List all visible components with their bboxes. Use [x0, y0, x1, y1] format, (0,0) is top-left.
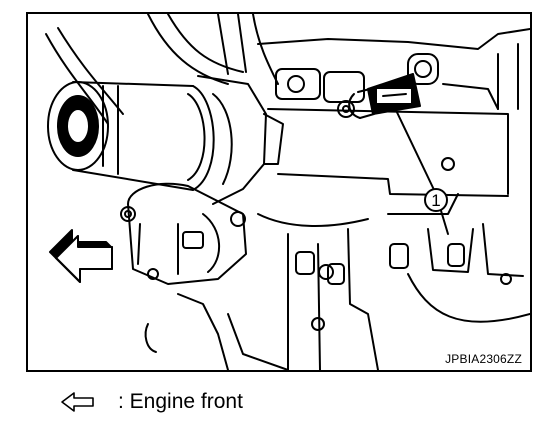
pump-assembly	[120, 182, 247, 353]
callout-marker: 1	[424, 188, 448, 212]
engine-block	[177, 28, 530, 370]
figure-code: JPBIA2306ZZ	[445, 352, 522, 366]
filter-bracket	[197, 75, 284, 205]
sensor-component	[348, 73, 421, 119]
engine-line-drawing: 1	[45, 14, 530, 370]
legend-text: : Engine front	[118, 390, 243, 413]
upper-fittings	[275, 53, 499, 118]
callout-number: 1	[431, 191, 440, 210]
hoses	[45, 14, 279, 125]
legend: : Engine front	[60, 387, 243, 417]
engine-illustration: 1 JPBIA2306ZZ	[26, 12, 532, 372]
oil-filter	[47, 81, 215, 191]
engine-front-arrow	[49, 229, 113, 283]
outline-arrow-left-icon	[61, 392, 94, 412]
